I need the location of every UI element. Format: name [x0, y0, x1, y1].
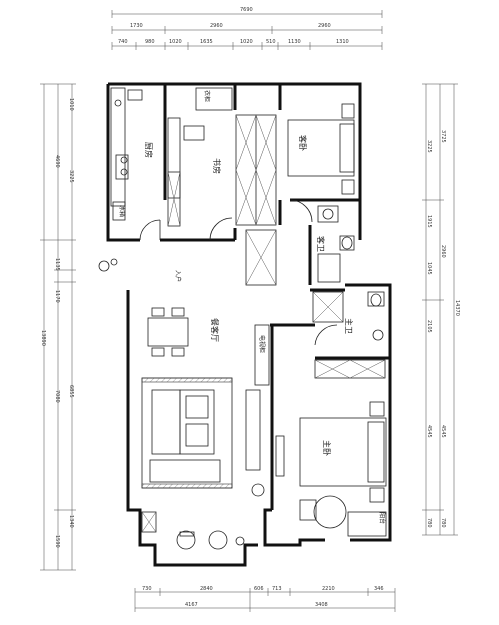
dim-bottom-1-5: 2210: [322, 586, 335, 592]
dim-left-3: 1170: [54, 290, 60, 303]
entry-label: 入户: [174, 270, 182, 282]
right-dimensions: 14370 3725 2960 4545 780 3225 1915 1045 …: [422, 83, 460, 536]
guest-bath: 客卫: [316, 205, 355, 283]
dim-bottom-1-2: 2840: [200, 586, 213, 592]
dim-top-3-4: 1635: [200, 39, 213, 45]
dim-right-in-3: 1045: [426, 262, 432, 275]
dim-top-3-3: 1020: [169, 39, 182, 45]
dim-top-3-1: 740: [118, 39, 128, 45]
dim-bottom-1-6: 346: [374, 586, 384, 592]
guest-bedroom: 客卧: [287, 103, 355, 223]
dim-top-2-3: 2960: [318, 23, 331, 29]
dim-bottom-2-2: 3408: [315, 602, 328, 608]
dim-bottom-1-4: 713: [272, 586, 282, 592]
master-bedroom: 主卧 阳台: [299, 401, 387, 537]
exterior-walls: [106, 82, 392, 567]
dim-right-2: 2960: [440, 245, 446, 258]
dim-left-in-1: 1010: [68, 98, 74, 111]
balcony: [141, 511, 245, 550]
dim-right-total: 14370: [454, 300, 460, 316]
top-dimensions: 7690 1730 2960 2960 740 980 1020 1635 10…: [111, 7, 383, 50]
dim-right-in-4: 2105: [426, 320, 432, 333]
dim-right-in-5: 4545: [426, 425, 432, 438]
dim-left-1: 4690: [54, 155, 60, 168]
dim-left-4: 7080: [54, 390, 60, 403]
dim-top-3-7: 1130: [288, 39, 301, 45]
dim-top-2-2: 2960: [210, 23, 223, 29]
dim-left-in-4: 1340: [68, 515, 74, 528]
dim-left-5: 1590: [54, 535, 60, 548]
left-dimensions: 13890 4690 1135 1170 7080 1590 1010 3225…: [40, 83, 76, 571]
master-balcony-label: 阳台: [378, 512, 386, 524]
master-bedroom-label: 主卧: [322, 440, 332, 456]
kitchen-label: 厨房: [144, 142, 154, 158]
dim-top-total: 7690: [240, 7, 253, 13]
dim-left-2: 1135: [54, 258, 60, 271]
study: 衣柜 书房: [167, 87, 233, 241]
dim-top-3-6: 510: [266, 39, 276, 45]
dim-left-in-2: 3225: [68, 170, 74, 183]
closet-strip: [235, 114, 277, 286]
study-label: 书房: [212, 158, 222, 174]
dim-left-in-3: 6855: [68, 385, 74, 398]
dim-top-3-2: 980: [145, 39, 155, 45]
bottom-dimensions: 730 2840 606 713 2210 346 4167 3408: [134, 586, 396, 612]
tv-cabinet-label: 电视柜: [258, 335, 266, 353]
dim-top-3-8: 1310: [336, 39, 349, 45]
dim-bottom-1-3: 606: [254, 586, 264, 592]
guest-bedroom-label: 客卧: [298, 135, 308, 151]
dim-top-3-5: 1020: [240, 39, 253, 45]
fridge-label: 冰箱: [118, 205, 126, 217]
dim-top-2-1: 1730: [130, 23, 143, 29]
living-dining: 餐客厅 入户 电视柜: [98, 258, 285, 497]
dim-right-in-2: 1915: [426, 215, 432, 228]
dim-right-in-6: 780: [426, 518, 432, 528]
dim-left-total: 13890: [40, 330, 46, 346]
dim-right-1: 3725: [440, 130, 446, 143]
entry-mat-icon: [98, 258, 118, 272]
dim-right-in-1: 3225: [426, 140, 432, 153]
interior-walls: [163, 84, 390, 510]
dining-living-label: 餐客厅: [210, 318, 220, 342]
master-bath: 主卫: [312, 291, 386, 379]
wardrobe-label: 衣柜: [203, 90, 211, 102]
master-bath-label: 主卫: [344, 318, 354, 334]
dim-bottom-1-1: 730: [142, 586, 152, 592]
kitchen: 冰箱 厨房: [110, 87, 161, 241]
dim-right-3: 4545: [440, 425, 446, 438]
guest-bath-label: 客卫: [316, 236, 326, 252]
dim-bottom-2-1: 4167: [185, 602, 198, 608]
dim-right-4: 780: [440, 518, 446, 528]
